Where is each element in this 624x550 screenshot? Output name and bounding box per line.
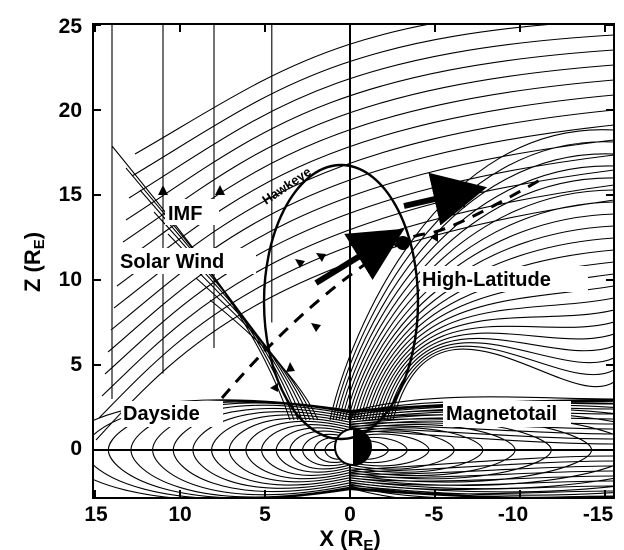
draped-field-line [107, 139, 614, 353]
y-axis-title: Z (RE) [20, 232, 48, 292]
earth [334, 428, 372, 466]
y-tick-20: 20 [59, 99, 82, 122]
lobe-field-line [383, 337, 614, 421]
lobe-field-line [332, 141, 614, 421]
y-tick-0: 0 [70, 437, 82, 460]
x-tick-neg10: -10 [498, 503, 528, 526]
x-tick-0: 0 [344, 503, 356, 526]
x-tick-labels: 15 10 5 0 -5 -10 -15 [84, 503, 613, 526]
solar-wind-label: Solar Wind [120, 251, 224, 273]
axis-ticks [93, 24, 614, 498]
imf-label: IMF [168, 203, 202, 225]
lobe-field-line [338, 165, 614, 421]
lobe-field-line [359, 249, 614, 421]
tail-dipole-loop [349, 404, 614, 496]
hawkeye-orbit [262, 163, 420, 441]
lobe-field-line [374, 309, 614, 421]
spacecraft-marker [396, 236, 410, 250]
draped-field-line [128, 34, 614, 199]
plasma-sheet-line [349, 460, 614, 473]
lobe-field-line [392, 348, 614, 421]
plot-frame [92, 23, 615, 499]
plasma-sheet-line [349, 429, 614, 445]
lobe-field-line [341, 177, 614, 421]
x-tick-neg5: -5 [425, 503, 444, 526]
plasma-sheet-line [349, 481, 614, 491]
hawkeye-label: Hawkeye [259, 164, 314, 208]
draped-field-line [110, 124, 614, 331]
lobe-field-line [344, 189, 614, 421]
draped-field-line [104, 154, 614, 375]
x-tick-10: 10 [168, 503, 191, 526]
y-tick-10: 10 [59, 268, 82, 291]
imf-field-lines [111, 24, 273, 399]
dayside-label: Dayside [123, 403, 200, 425]
x-tick-neg15: -15 [583, 503, 614, 526]
plasma-sheet-line [349, 475, 614, 482]
imf-arrow-2 [215, 185, 225, 195]
plasma-sheet-line [349, 427, 614, 440]
y-tick-labels: 25 20 15 10 5 0 [59, 15, 83, 460]
plasma-sheet-line [349, 455, 614, 471]
draped-field-line [134, 24, 433, 155]
imf-arrow-1 [158, 185, 168, 195]
lobe-field-line [350, 213, 614, 421]
y-tick-25: 25 [59, 15, 83, 38]
y-tick-5: 5 [70, 353, 82, 376]
draped-field-line [125, 49, 614, 221]
draped-field-line [119, 79, 614, 265]
cusp-field-line [181, 255, 311, 421]
dayside-dipole-loop [93, 399, 351, 498]
lobe-field-line [371, 297, 614, 421]
plasma-sheet-line [349, 470, 614, 478]
flow-arrow-1 [314, 228, 405, 286]
flow-arrow-2 [403, 172, 488, 226]
lobe-field-line [347, 201, 614, 421]
draped-field-line [131, 24, 562, 177]
lobe-field-line [389, 345, 614, 421]
cusp-field-line [111, 145, 291, 421]
x-axis-title: X (RE) [319, 526, 380, 550]
plasma-sheet-line [349, 479, 614, 486]
plasma-sheet-line [349, 396, 614, 413]
plasma-sheet-line [349, 483, 614, 495]
x-tick-5: 5 [259, 503, 271, 526]
plasma-sheet-line [349, 485, 614, 498]
y-tick-15: 15 [59, 183, 83, 206]
magnetotail-label: Magnetotail [446, 403, 557, 425]
plasma-sheet-line [349, 465, 614, 475]
plasma-sheet-line [349, 425, 614, 435]
high-latitude-label: High-Latitude [422, 269, 551, 291]
field-arrows [270, 198, 465, 392]
plasma-sheet-line [349, 487, 404, 498]
lobe-field-line [380, 332, 614, 421]
x-tick-15: 15 [84, 503, 108, 526]
lobe-field-line [377, 321, 614, 421]
draped-field-line [113, 109, 614, 309]
